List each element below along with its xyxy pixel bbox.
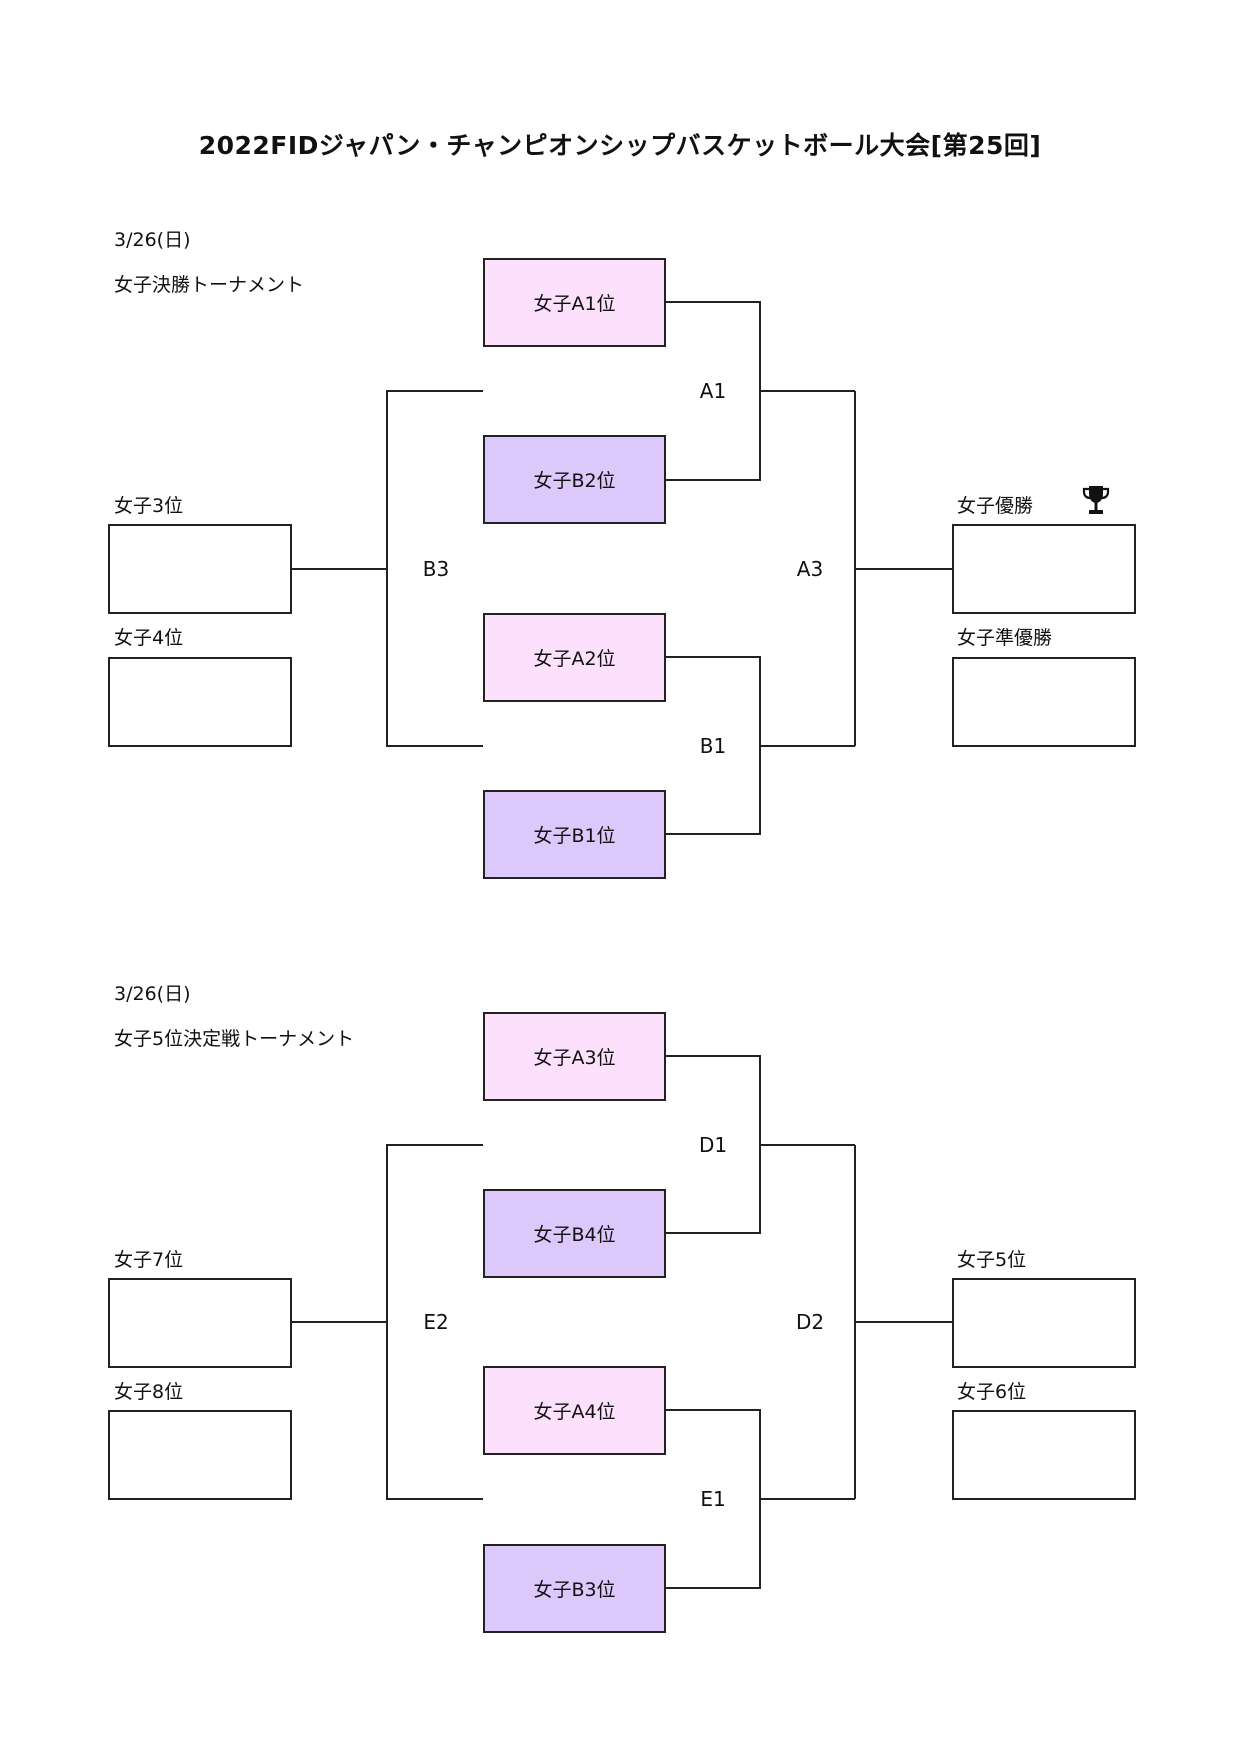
seed-box-b2: 女子B2位 bbox=[483, 435, 666, 524]
finals-date: 3/26(日) bbox=[114, 229, 191, 251]
champion-box bbox=[952, 524, 1136, 614]
runner-up-box bbox=[952, 657, 1136, 747]
seed-box-a2: 女子A2位 bbox=[483, 613, 666, 702]
classification-heading: 女子5位決定戦トーナメント bbox=[114, 1028, 355, 1050]
match-code-a1: A1 bbox=[699, 379, 727, 403]
seed-box-a4: 女子A4位 bbox=[483, 1366, 666, 1455]
seed-box-b1: 女子B1位 bbox=[483, 790, 666, 879]
sixth-place-box bbox=[952, 1410, 1136, 1500]
classification-date: 3/26(日) bbox=[114, 983, 191, 1005]
eighth-place-box bbox=[108, 1410, 292, 1500]
match-code-b1: B1 bbox=[699, 734, 727, 758]
match-code-d2: D2 bbox=[795, 1310, 825, 1334]
champion-label: 女子優勝 bbox=[957, 495, 1034, 517]
runner-up-label: 女子準優勝 bbox=[957, 627, 1053, 649]
sixth-place-label: 女子6位 bbox=[957, 1381, 1027, 1403]
seed-box-b3: 女子B3位 bbox=[483, 1544, 666, 1633]
match-code-d1: D1 bbox=[698, 1133, 728, 1157]
seed-box-a3: 女子A3位 bbox=[483, 1012, 666, 1101]
trophy-icon bbox=[1082, 486, 1110, 514]
match-code-a3: A3 bbox=[796, 557, 824, 581]
finals-heading: 女子決勝トーナメント bbox=[114, 274, 305, 296]
fifth-place-box bbox=[952, 1278, 1136, 1368]
match-code-e2: E2 bbox=[423, 1310, 449, 1334]
fourth-place-label: 女子4位 bbox=[114, 627, 184, 649]
fifth-place-label: 女子5位 bbox=[957, 1249, 1027, 1271]
page-title: 2022FIDジャパン・チャンピオンシップバスケットボール大会[第25回] bbox=[198, 131, 1042, 160]
seventh-place-box bbox=[108, 1278, 292, 1368]
fourth-place-box bbox=[108, 657, 292, 747]
third-place-label: 女子3位 bbox=[114, 495, 184, 517]
third-place-box bbox=[108, 524, 292, 614]
eighth-place-label: 女子8位 bbox=[114, 1381, 184, 1403]
seed-box-a1: 女子A1位 bbox=[483, 258, 666, 347]
seventh-place-label: 女子7位 bbox=[114, 1249, 184, 1271]
seed-box-b4: 女子B4位 bbox=[483, 1189, 666, 1278]
match-code-b3: B3 bbox=[422, 557, 450, 581]
match-code-e1: E1 bbox=[700, 1487, 726, 1511]
